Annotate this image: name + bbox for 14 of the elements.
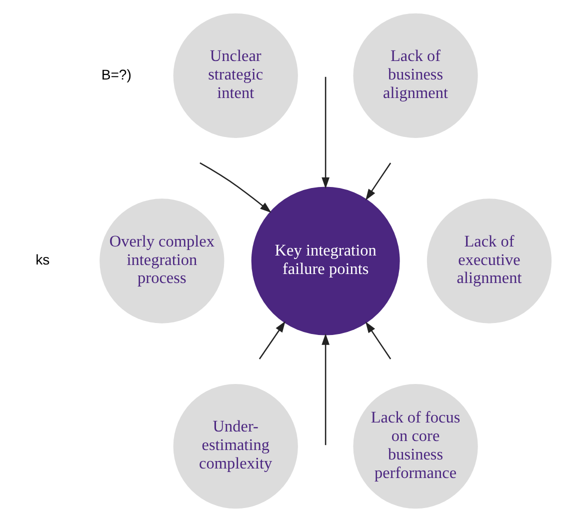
node-circle: Lack of executive alignment — [426, 198, 552, 323]
arrow — [321, 76, 330, 188]
arrow — [365, 162, 391, 200]
arrow — [258, 320, 285, 359]
node-circle: Lack of focus on core business performance — [352, 384, 478, 508]
node-circle: Under- estimating complexity — [172, 384, 298, 508]
node-circle: Overly complex integration process — [99, 198, 224, 323]
label: B=?) — [100, 66, 131, 82]
arrow — [321, 333, 330, 445]
arrow — [364, 321, 391, 359]
label: ks — [35, 251, 50, 268]
node-circle: Unclear strategic intent — [172, 12, 298, 138]
node-circle: Lack of business alignment — [352, 12, 478, 138]
arrow — [199, 162, 271, 212]
